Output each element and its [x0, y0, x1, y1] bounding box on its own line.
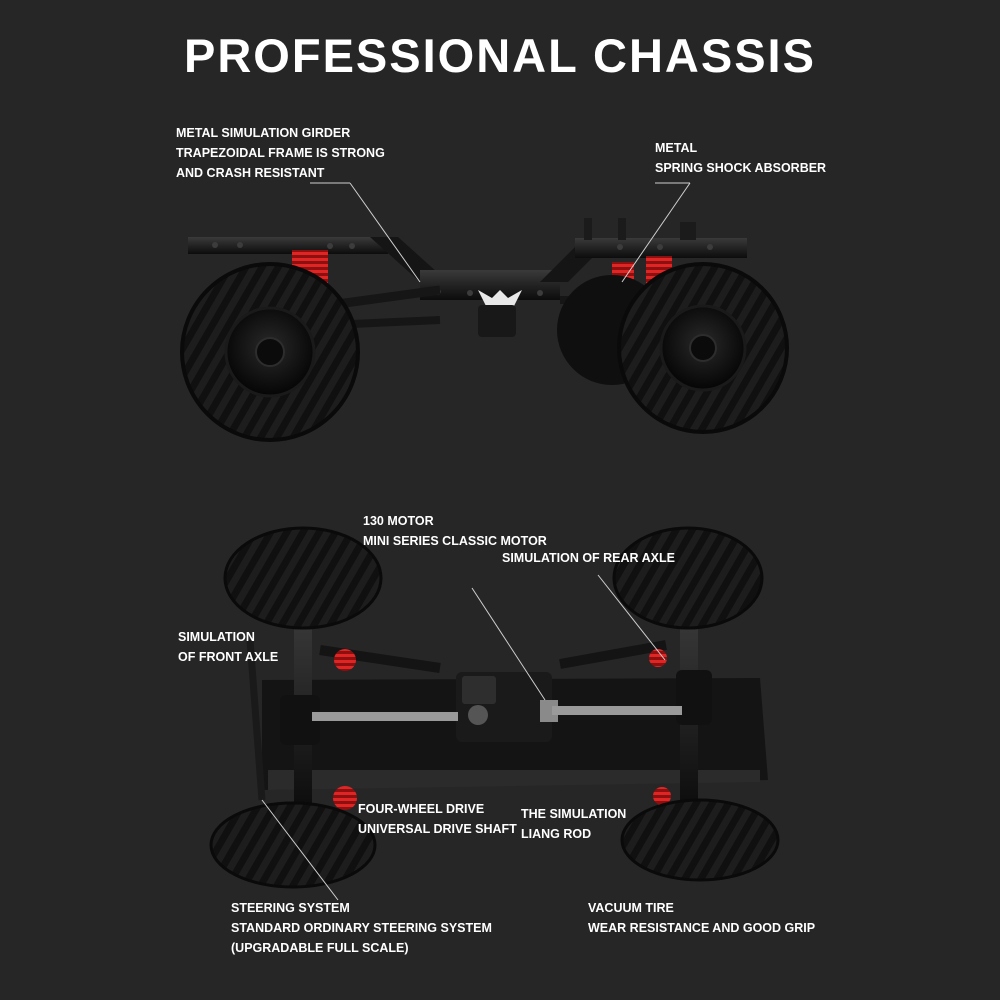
brand-logo-icon [478, 290, 522, 306]
steering-callout-line-1: STEERING SYSTEM [231, 901, 350, 915]
girder-callout-line-2: TRAPEZOIDAL FRAME IS STRONG [176, 146, 385, 160]
motor-callout: 130 MOTOR MINI SERIES CLASSIC MOTOR [363, 511, 547, 551]
underside-front-right-tire [209, 801, 377, 889]
steering-callout-line-3: (UPGRADABLE FULL SCALE) [231, 941, 409, 955]
motor-callout-line-2: MINI SERIES CLASSIC MOTOR [363, 534, 547, 548]
drive-shaft-callout-line-1: FOUR-WHEEL DRIVE [358, 802, 485, 816]
underside-rear-right-tire [620, 798, 780, 882]
drive-shaft-callout-line-2: UNIVERSAL DRIVE SHAFT [358, 822, 517, 836]
leader-lines [261, 182, 691, 901]
drive-shaft-callout: FOUR-WHEEL DRIVE UNIVERSAL DRIVE SHAFT [358, 799, 517, 839]
underside-front-left-tire [223, 526, 383, 630]
girder-callout-line-1: METAL SIMULATION GIRDER [176, 126, 351, 140]
center-girder [420, 270, 560, 300]
side-view-chassis [180, 218, 789, 442]
underside-rear-left-tire [612, 526, 764, 630]
front-axle-callout: SIMULATION OF FRONT AXLE [178, 627, 278, 667]
page-title: PROFESSIONAL CHASSIS [184, 29, 816, 82]
tire-callout-line-2: WEAR RESISTANCE AND GOOD GRIP [588, 921, 816, 935]
steering-callout-line-2: STANDARD ORDINARY STEERING SYSTEM [231, 921, 492, 935]
underside-view-chassis [209, 526, 780, 889]
tire-callout: VACUUM TIRE WEAR RESISTANCE AND GOOD GRI… [588, 898, 815, 938]
steering-rod [246, 639, 266, 801]
liang-rod-callout: THE SIMULATION LIANG ROD [521, 804, 626, 844]
front-axle-callout-line-1: SIMULATION [178, 630, 255, 644]
shock-callout-line-1: METAL [655, 141, 698, 155]
girder-callout-line-3: AND CRASH RESISTANT [176, 166, 325, 180]
liang-rod-callout-line-1: THE SIMULATION [521, 807, 627, 821]
tire-callout-line-1: VACUUM TIRE [588, 901, 674, 915]
shock-callout: METAL SPRING SHOCK ABSORBER [655, 138, 826, 178]
girder-callout: METAL SIMULATION GIRDER TRAPEZOIDAL FRAM… [176, 123, 385, 183]
steering-callout: STEERING SYSTEM STANDARD ORDINARY STEERI… [231, 898, 492, 958]
front-drive-shaft [312, 712, 458, 721]
shock-callout-line-2: SPRING SHOCK ABSORBER [655, 161, 827, 175]
frame-rail-left [188, 237, 388, 254]
rear-drive-shaft [552, 706, 682, 715]
front-axle-callout-line-2: OF FRONT AXLE [178, 650, 279, 664]
rear-axle-callout-line-1: SIMULATION OF REAR AXLE [502, 551, 675, 565]
motor-callout-line-1: 130 MOTOR [363, 514, 434, 528]
rear-axle-callout: SIMULATION OF REAR AXLE [502, 548, 675, 568]
liang-rod-callout-line-2: LIANG ROD [521, 827, 592, 841]
